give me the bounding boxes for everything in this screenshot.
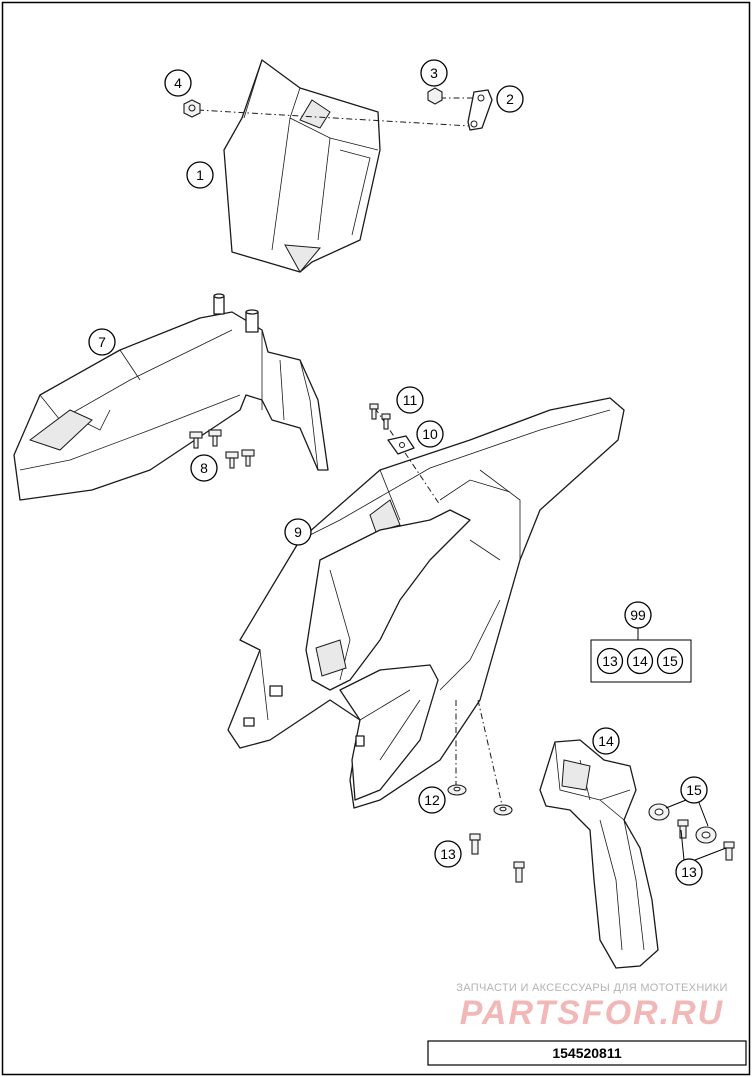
- svg-text:13: 13: [681, 864, 697, 880]
- callout-7[interactable]: 7: [88, 328, 116, 356]
- callout-15[interactable]: 15: [680, 776, 708, 804]
- callout-8[interactable]: 8: [190, 454, 218, 482]
- screw-part-11[interactable]: [369, 403, 391, 430]
- svg-text:11: 11: [403, 392, 418, 408]
- kit-item-15[interactable]: 15: [656, 647, 684, 675]
- screw-part-13-right[interactable]: [677, 819, 735, 861]
- svg-text:14: 14: [632, 653, 648, 669]
- svg-text:13: 13: [602, 653, 618, 669]
- svg-text:15: 15: [662, 653, 678, 669]
- watermark-brand: PARTSFOR.RU: [460, 994, 724, 1032]
- grommet-part-15[interactable]: [648, 803, 717, 844]
- svg-text:1: 1: [196, 167, 204, 183]
- kit-item-14[interactable]: 14: [626, 647, 654, 675]
- kit-callout-99[interactable]: 99 13 14 15: [590, 601, 692, 683]
- svg-text:15: 15: [686, 782, 702, 798]
- callout-11[interactable]: 11: [396, 386, 424, 414]
- svg-text:9: 9: [294, 524, 302, 540]
- svg-text:3: 3: [430, 65, 438, 81]
- svg-text:8: 8: [200, 460, 208, 476]
- callout-13-right[interactable]: 13: [675, 858, 703, 886]
- guard-part-14[interactable]: [539, 739, 659, 969]
- screw-set-part-8[interactable]: [189, 429, 255, 469]
- side-panel-part[interactable]: [227, 397, 625, 809]
- watermark-tagline: ЗАПЧАСТИ И АКСЕССУАРЫ ДЛЯ МОТОТЕХНИКИ: [456, 982, 727, 994]
- callout-12[interactable]: 12: [418, 786, 446, 814]
- svg-text:14: 14: [598, 733, 614, 749]
- nut-part-3[interactable]: [427, 87, 443, 105]
- callout-4[interactable]: 4: [164, 69, 192, 97]
- svg-text:10: 10: [422, 426, 438, 442]
- clip-part-10[interactable]: [387, 435, 415, 455]
- callout-13-left[interactable]: 13: [434, 840, 462, 868]
- bracket-part-2[interactable]: [467, 89, 493, 131]
- drawing-number: 154520811: [552, 1045, 622, 1061]
- svg-text:99: 99: [630, 607, 646, 623]
- svg-text:12: 12: [424, 792, 440, 808]
- callout-14[interactable]: 14: [592, 727, 620, 755]
- washer-part-12[interactable]: [447, 784, 513, 816]
- callout-3[interactable]: 3: [420, 59, 448, 87]
- drawing-number-box: [427, 1040, 747, 1066]
- number-plate-part[interactable]: [223, 59, 381, 273]
- callout-1[interactable]: 1: [186, 161, 214, 189]
- svg-text:4: 4: [174, 75, 182, 91]
- svg-text:13: 13: [440, 846, 456, 862]
- callout-9[interactable]: 9: [284, 518, 312, 546]
- front-fender-part[interactable]: [13, 293, 329, 501]
- screw-part-4[interactable]: [183, 99, 201, 118]
- screw-part-13-left[interactable]: [469, 833, 525, 883]
- kit-item-13[interactable]: 13: [596, 647, 624, 675]
- callout-10[interactable]: 10: [416, 420, 444, 448]
- callout-2[interactable]: 2: [496, 85, 524, 113]
- svg-text:7: 7: [98, 334, 106, 350]
- leader-lines: [637, 628, 727, 861]
- svg-text:2: 2: [506, 91, 514, 107]
